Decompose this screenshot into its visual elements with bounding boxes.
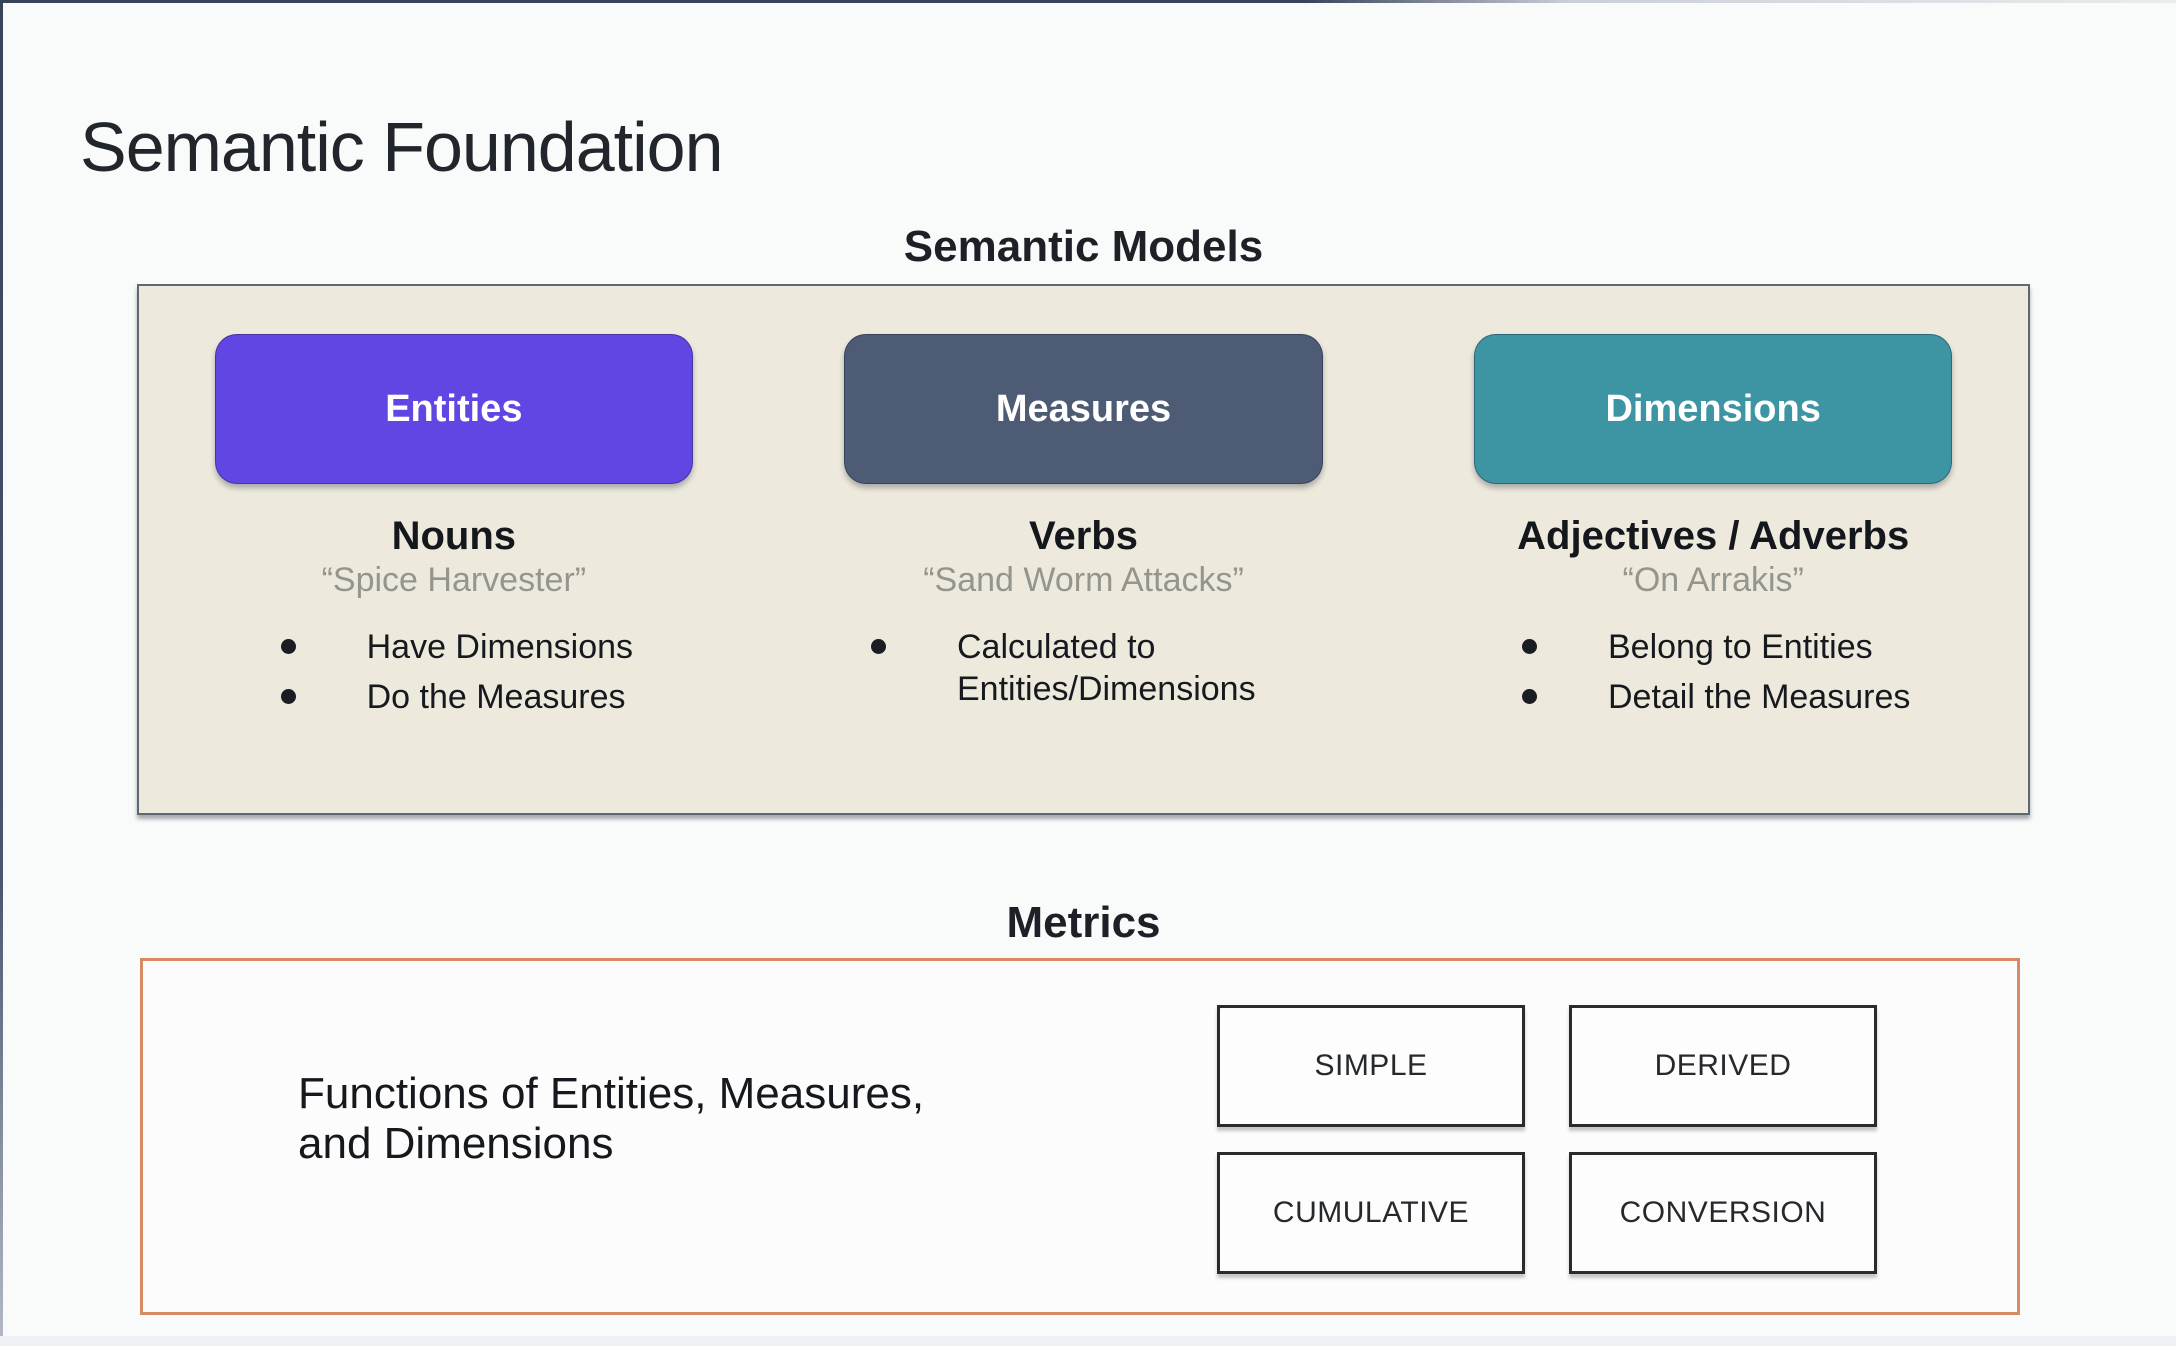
bullet-item: Detail the Measures: [1516, 676, 1910, 718]
metric-type-cumulative: CUMULATIVE: [1217, 1152, 1525, 1274]
dimensions-column: Dimensions Adjectives / Adverbs “On Arra…: [1398, 286, 2028, 813]
metric-type-simple: SIMPLE: [1217, 1005, 1525, 1127]
bullet-item: Belong to Entities: [1516, 626, 1910, 668]
entities-bullets: Have Dimensions Do the Measures: [139, 626, 769, 726]
metrics-panel: Functions of Entities, Measures, and Dim…: [140, 958, 2020, 1315]
semantic-models-heading: Semantic Models: [903, 222, 1264, 271]
bullet-item: Calculated to Entities/Dimensions: [865, 626, 1302, 710]
window-top-edge: [0, 0, 2176, 3]
bullet-item: Do the Measures: [275, 676, 633, 718]
entities-pill: Entities: [214, 334, 694, 484]
dimensions-pill: Dimensions: [1473, 334, 1953, 484]
entities-word-type: Nouns: [391, 514, 517, 558]
semantic-models-panel: Entities Nouns “Spice Harvester” Have Di…: [137, 284, 2030, 815]
dimensions-word-type: Adjectives / Adverbs: [1517, 514, 1910, 558]
bullet-item: Have Dimensions: [275, 626, 633, 668]
window-left-edge: [0, 0, 3, 1346]
measures-column: Measures Verbs “Sand Worm Attacks” Calcu…: [769, 286, 1399, 813]
metric-type-derived: DERIVED: [1569, 1005, 1877, 1127]
entities-example: “Spice Harvester”: [321, 561, 587, 599]
window-bottom-edge: [0, 1336, 2176, 1346]
measures-example: “Sand Worm Attacks”: [923, 561, 1244, 599]
dimensions-bullets: Belong to Entities Detail the Measures: [1398, 626, 2028, 726]
dimensions-example: “On Arrakis”: [1622, 561, 1804, 599]
measures-pill: Measures: [844, 334, 1323, 484]
metrics-heading: Metrics: [1006, 898, 1161, 947]
page-title: Semantic Foundation: [80, 107, 724, 186]
metric-types-grid: SIMPLE DERIVED CUMULATIVE CONVERSION: [1217, 1005, 1877, 1274]
entities-column: Entities Nouns “Spice Harvester” Have Di…: [139, 286, 769, 813]
measures-word-type: Verbs: [1029, 514, 1138, 558]
metrics-description: Functions of Entities, Measures, and Dim…: [298, 1069, 925, 1168]
metric-type-conversion: CONVERSION: [1569, 1152, 1877, 1274]
measures-bullets: Calculated to Entities/Dimensions: [769, 626, 1399, 718]
